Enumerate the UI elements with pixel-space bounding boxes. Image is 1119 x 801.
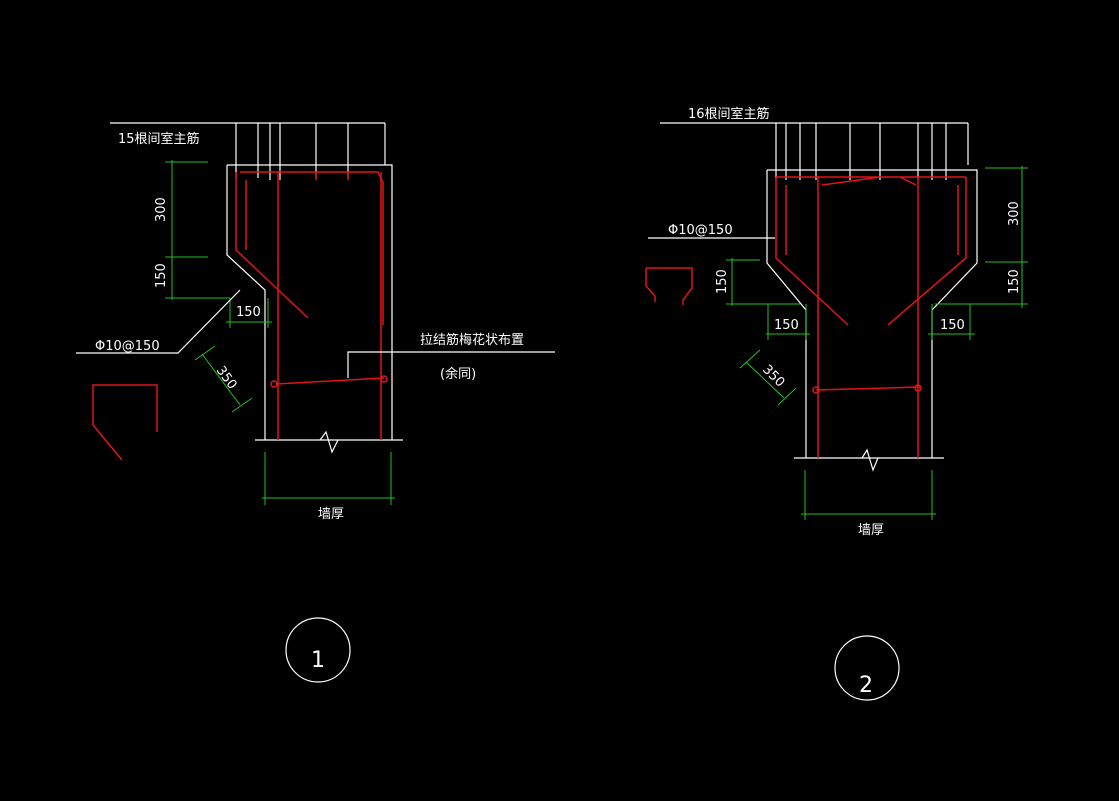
- wall-thickness-label-2: 墙厚: [858, 523, 884, 538]
- dim-150-vertical-2-right: 150: [1007, 269, 1022, 294]
- detail-number-1: 1: [311, 648, 325, 673]
- dim-350-2: 350: [759, 362, 787, 390]
- stirrup-leader-1: [76, 289, 241, 354]
- dim-300-1: 300: [154, 197, 169, 222]
- dim-150-vertical-1: 150: [154, 263, 169, 288]
- column-outline-1: [226, 164, 403, 454]
- tie-label-1: 拉结筋梅花状布置: [420, 332, 524, 348]
- dimension-lines-2: [726, 166, 1028, 520]
- column-outline-2: [766, 169, 978, 472]
- rebar-2: [775, 176, 967, 458]
- dim-150-left-2: 150: [774, 318, 799, 333]
- main-bar-leader-1: [110, 122, 386, 180]
- rebar-1: [235, 171, 388, 440]
- dim-300-2: 300: [1007, 201, 1022, 226]
- wall-thickness-label-1: 墙厚: [318, 507, 344, 522]
- stirrup-label-2: Φ10@150: [668, 223, 733, 238]
- detail-2: 16根间室主筋: [645, 106, 1028, 701]
- dim-150-vertical-2-left: 150: [715, 269, 730, 294]
- dim-150-horizontal-1: 150: [236, 305, 261, 320]
- dim-350-1: 350: [213, 364, 240, 393]
- dimension-lines-1: [165, 160, 395, 505]
- detail-number-2: 2: [859, 673, 873, 698]
- hook-symbol-2-left: [645, 268, 656, 302]
- dim-150-right-2: 150: [940, 318, 965, 333]
- detail-1: 15根间室主筋: [76, 122, 555, 683]
- stirrup-label-1: Φ10@150: [95, 339, 160, 354]
- hook-symbol-2: [646, 267, 693, 305]
- main-bar-leader-2: [660, 122, 969, 180]
- main-bar-label-1: 15根间室主筋: [118, 131, 200, 147]
- tie-note-1: (余同): [440, 366, 476, 382]
- main-bar-label-2: 16根间室主筋: [688, 106, 770, 122]
- detail-circle-1: [285, 617, 351, 683]
- hook-symbol-1: [92, 384, 158, 461]
- detail-circle-2: [834, 635, 900, 701]
- tie-leader-1: [347, 351, 555, 378]
